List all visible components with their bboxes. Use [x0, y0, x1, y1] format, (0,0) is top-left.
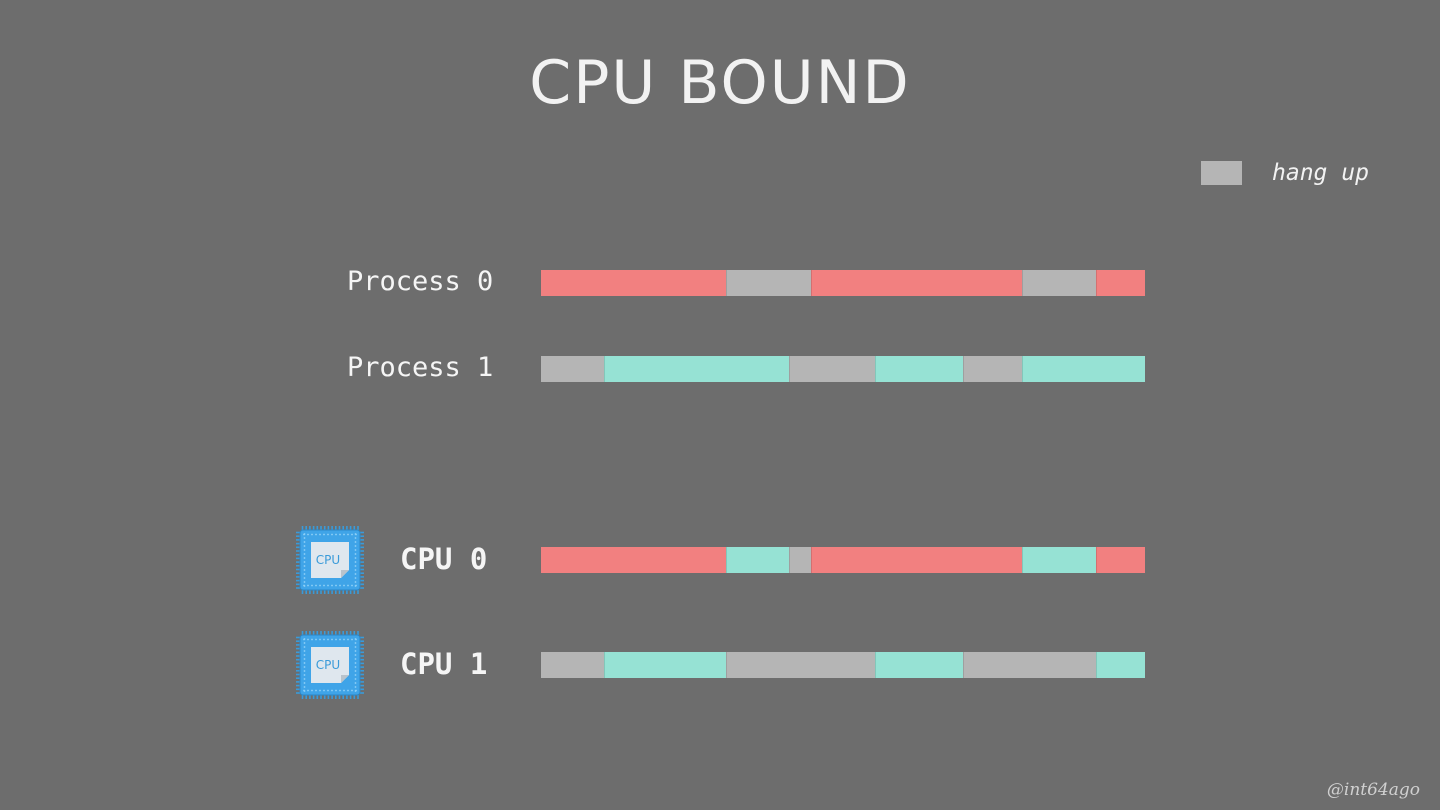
cpu-chip-icon: CPU — [296, 631, 364, 699]
timeline-segment-process0 — [541, 270, 726, 296]
cpu-chip-text: CPU — [316, 553, 340, 567]
timeline-segment-hangup — [541, 652, 604, 678]
timeline-segment-hangup — [789, 356, 875, 382]
timeline-segment-process1 — [1022, 356, 1145, 382]
watermark: @int64ago — [1326, 780, 1420, 800]
row-label-cpu-1: CPU 1 — [400, 647, 488, 681]
timeline-segment-process1 — [875, 356, 963, 382]
row-label-process-0: Process 0 — [347, 266, 494, 297]
legend-swatch-hang-up — [1201, 161, 1242, 185]
timeline-segment-hangup — [963, 652, 1096, 678]
timeline-segment-hangup — [963, 356, 1022, 382]
timeline-segment-process1 — [726, 547, 789, 573]
timeline-segment-process0 — [811, 547, 1022, 573]
timeline-bar-process-1 — [541, 356, 1145, 382]
timeline-segment-process1 — [875, 652, 963, 678]
timeline-segment-process1 — [604, 356, 789, 382]
timeline-segment-process1 — [1096, 652, 1145, 678]
timeline-segment-process1 — [1021, 547, 1096, 573]
timeline-bar-cpu-0 — [541, 547, 1145, 573]
timeline-segment-hangup — [1021, 270, 1096, 296]
cpu-chip-text: CPU — [316, 658, 340, 672]
timeline-segment-process0 — [1095, 547, 1145, 573]
timeline-segment-hangup — [541, 356, 604, 382]
page-title: CPU BOUND — [529, 48, 911, 118]
timeline-segment-process1 — [604, 652, 726, 678]
timeline-segment-process0 — [811, 270, 1022, 296]
row-label-cpu-0: CPU 0 — [400, 542, 488, 576]
timeline-segment-hangup — [726, 652, 875, 678]
timeline-segment-hangup — [726, 270, 811, 296]
timeline-bar-cpu-1 — [541, 652, 1145, 678]
timeline-segment-process0 — [541, 547, 726, 573]
row-label-process-1: Process 1 — [347, 352, 494, 383]
timeline-segment-hangup — [789, 547, 811, 573]
timeline-segment-process0 — [1095, 270, 1145, 296]
cpu-chip-icon: CPU — [296, 526, 364, 594]
timeline-bar-process-0 — [541, 270, 1145, 296]
legend-label: hang up — [1272, 160, 1369, 186]
